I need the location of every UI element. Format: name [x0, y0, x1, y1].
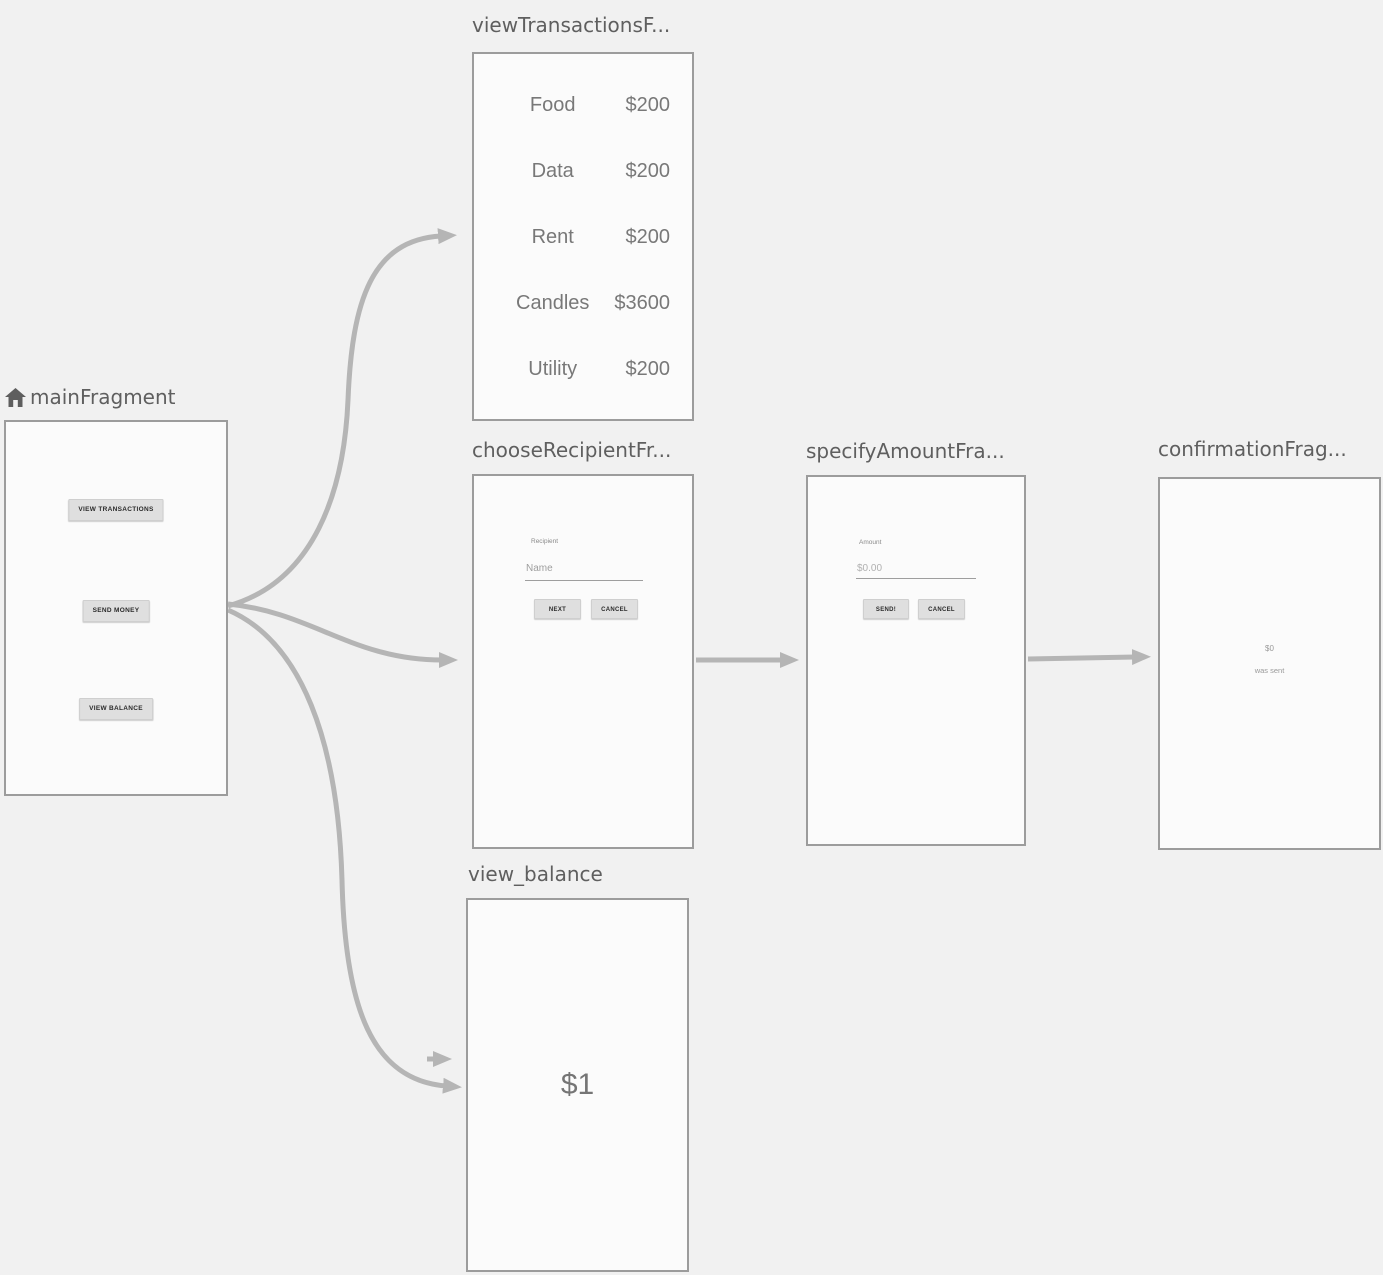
- view-transactions-button: VIEW TRANSACTIONS: [68, 499, 164, 521]
- fragment-card-viewBalance[interactable]: $1: [466, 898, 689, 1272]
- fragment-card-main[interactable]: VIEW TRANSACTIONS SEND MONEY VIEW BALANC…: [4, 420, 228, 796]
- fragment-title-chooseRecipient[interactable]: chooseRecipientFr...: [472, 438, 671, 462]
- fragment-title-specifyAmount[interactable]: specifyAmountFra...: [806, 439, 1005, 463]
- transaction-value: $3600: [614, 292, 670, 314]
- balance-amount: $1: [560, 1068, 595, 1101]
- fragment-title-viewBalance[interactable]: view_balance: [468, 862, 603, 886]
- fragment-title-viewTransactions[interactable]: viewTransactionsF...: [472, 13, 670, 37]
- cancel-button: CANCEL: [918, 599, 965, 619]
- transaction-label: Data: [531, 160, 574, 182]
- fragment-title-main-label: mainFragment: [30, 385, 176, 409]
- fragment-card-confirmation[interactable]: $0 was sent: [1158, 477, 1381, 850]
- transaction-label: Rent: [531, 226, 574, 248]
- transaction-row: Rent $200: [500, 226, 670, 249]
- fragment-title-chooseRecipient-label: chooseRecipientFr...: [472, 438, 672, 462]
- transaction-label: Food: [529, 94, 576, 116]
- transaction-value: $200: [625, 358, 671, 380]
- confirmation-amount: $0: [1265, 644, 1274, 653]
- fragment-card-chooseRecipient[interactable]: Recipient Name NEXT CANCEL: [472, 474, 694, 849]
- fragment-title-main[interactable]: mainFragment: [5, 385, 176, 409]
- transaction-label: Candles: [516, 292, 590, 314]
- confirmation-message: was sent: [1254, 666, 1285, 675]
- fragment-title-confirmation[interactable]: confirmationFrag...: [1158, 437, 1347, 461]
- recipient-input-underline: [525, 580, 643, 581]
- send-money-button: SEND MONEY: [82, 600, 150, 622]
- transaction-row: Food $200: [500, 94, 670, 117]
- fragment-title-viewTransactions-label: viewTransactionsF...: [472, 13, 671, 37]
- amount-input: $0.00: [857, 563, 883, 574]
- fragment-title-viewBalance-label: view_balance: [468, 862, 603, 886]
- next-button: NEXT: [534, 599, 581, 619]
- send-button: SEND!: [863, 599, 909, 619]
- fragment-card-specifyAmount[interactable]: Amount $0.00 SEND! CANCEL: [806, 475, 1026, 846]
- action-specifyAmount-to-confirmation[interactable]: [1027, 649, 1151, 666]
- action-main-to-viewTransactions[interactable]: [227, 228, 457, 609]
- amount-label: Amount: [859, 539, 882, 546]
- cancel-button: CANCEL: [591, 599, 638, 619]
- recipient-name-input: Name: [526, 563, 553, 574]
- view-balance-button: VIEW BALANCE: [79, 698, 153, 720]
- recipient-label: Recipient: [531, 538, 559, 545]
- home-icon: [5, 387, 26, 407]
- transaction-row: Data $200: [500, 160, 670, 183]
- amount-input-underline: [856, 578, 976, 579]
- fragment-title-specifyAmount-label: specifyAmountFra...: [806, 439, 1005, 463]
- transaction-value: $200: [625, 160, 671, 182]
- action-main-to-chooseRecipient[interactable]: [227, 601, 458, 668]
- fragment-card-viewTransactions[interactable]: Food $200 Data $200 Rent $200 Candles $3…: [472, 52, 694, 421]
- transaction-value: $200: [625, 94, 671, 116]
- transaction-label: Utility: [528, 358, 578, 380]
- transaction-row: Candles $3600: [500, 292, 670, 315]
- transaction-value: $200: [625, 226, 671, 248]
- fragment-title-confirmation-label: confirmationFrag...: [1158, 437, 1347, 461]
- transaction-row: Utility $200: [500, 358, 670, 381]
- action-main-to-viewBalance[interactable]: [227, 607, 462, 1094]
